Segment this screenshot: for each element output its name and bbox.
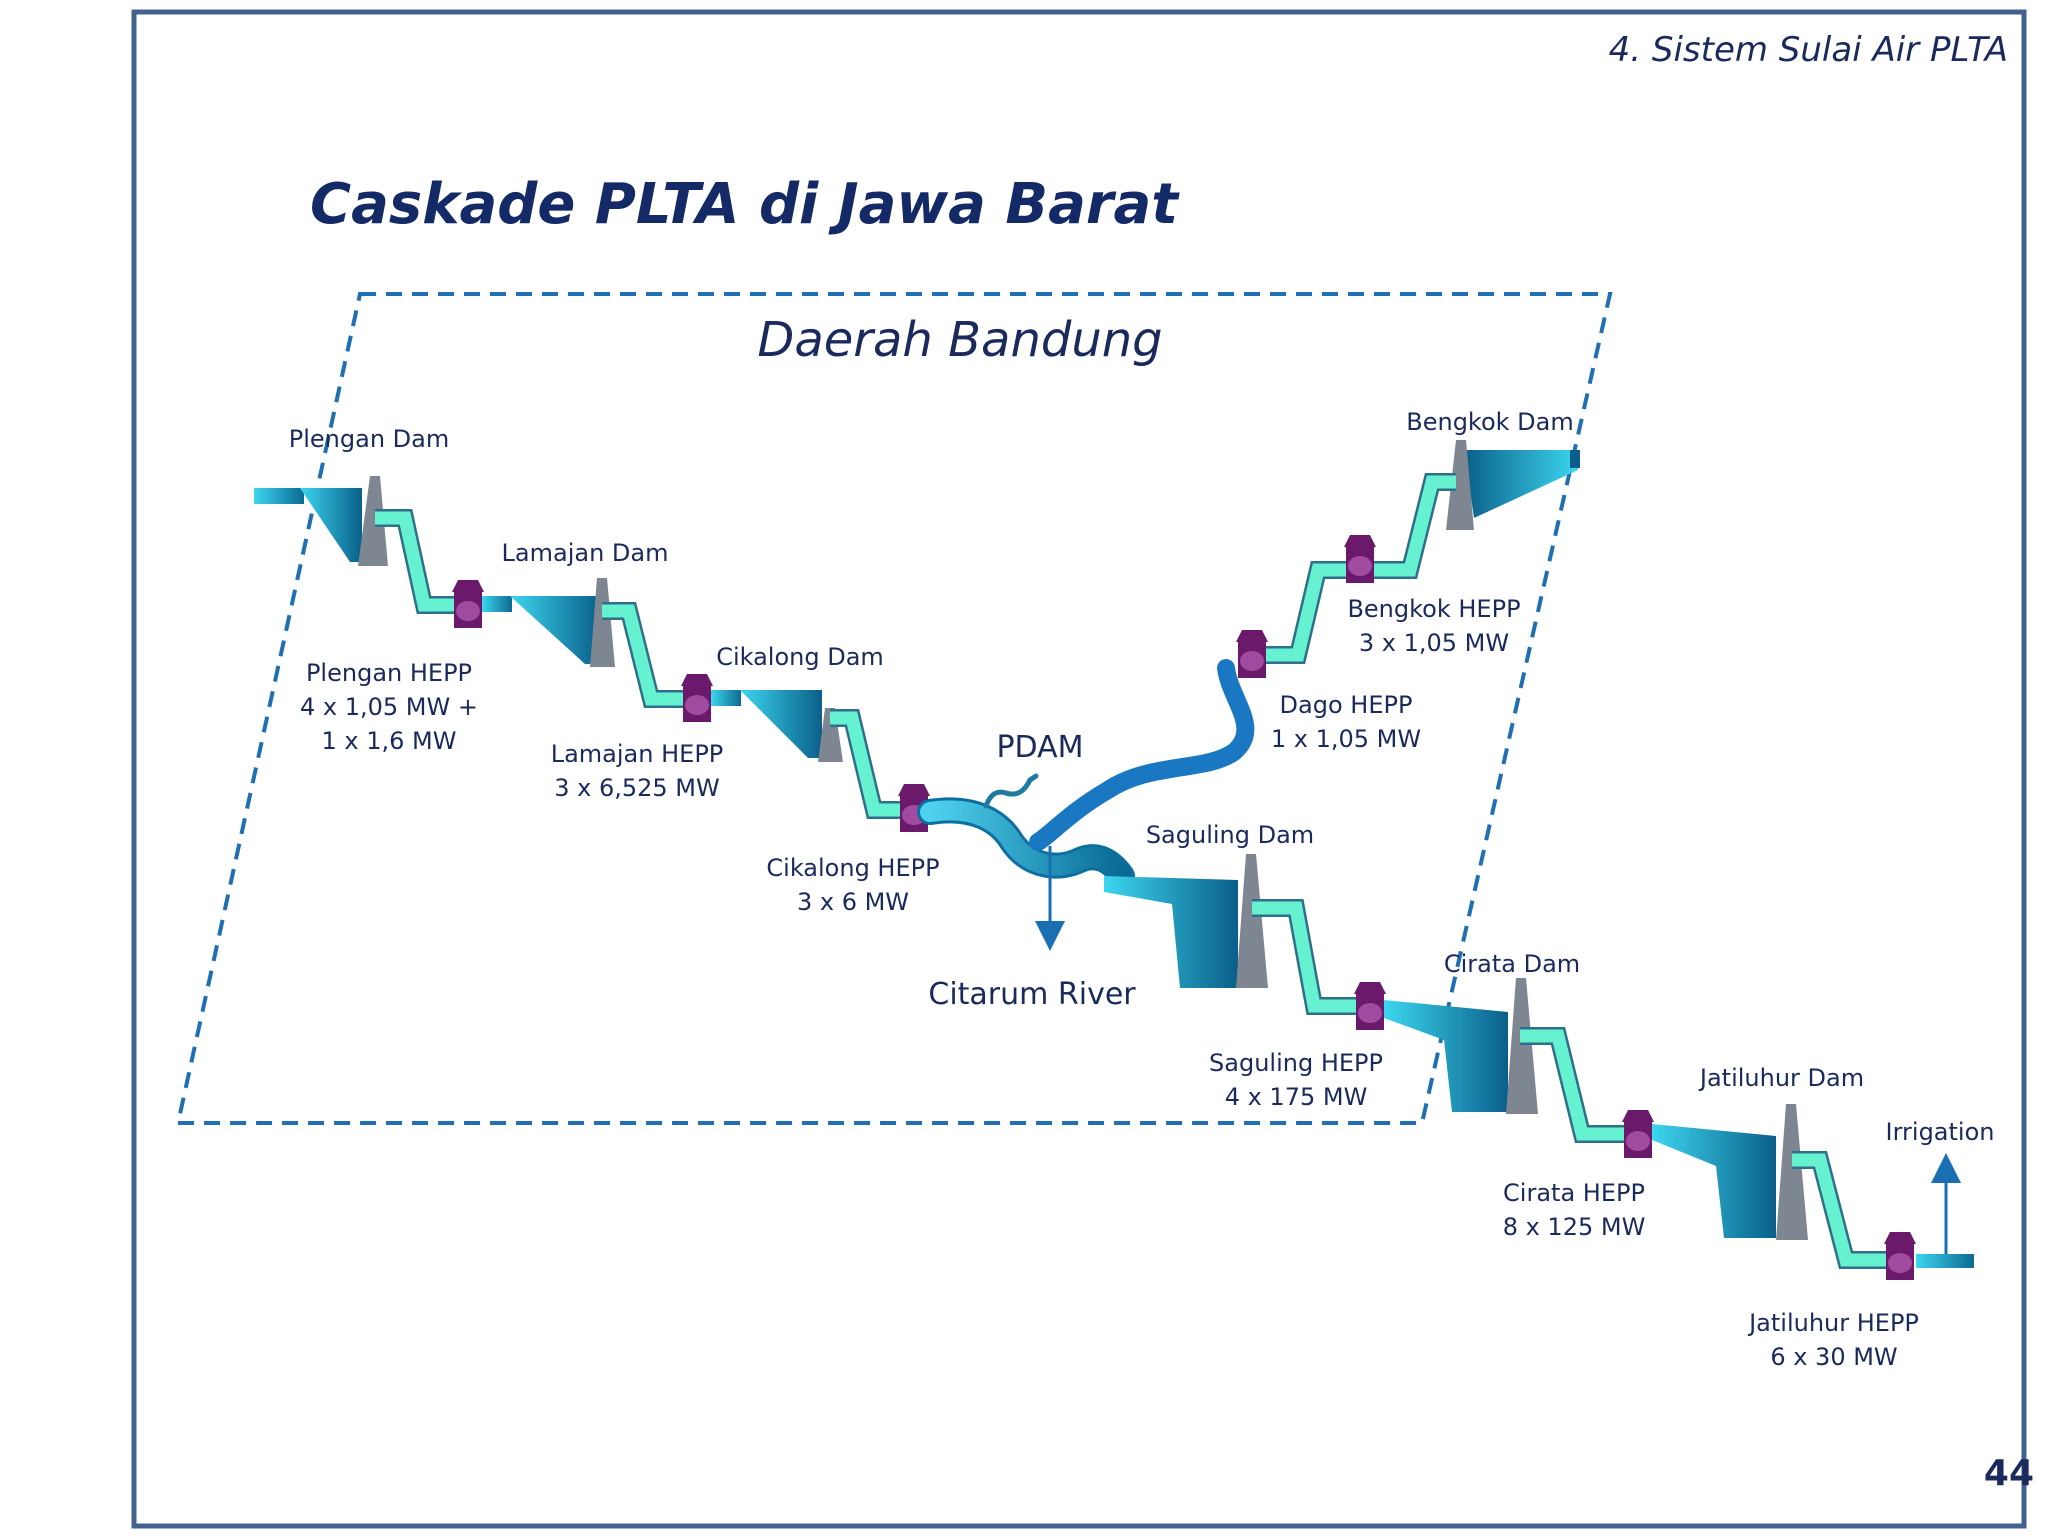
region-boundary bbox=[175, 292, 1613, 1125]
plengan-dam-structure bbox=[254, 476, 484, 628]
plengan-hepp-label: Plengan HEPP 4 x 1,05 MW + 1 x 1,6 MW bbox=[300, 656, 478, 758]
cirata-hepp-name: Cirata HEPP bbox=[1503, 1179, 1645, 1207]
cirata-dam-label: Cirata Dam bbox=[1443, 950, 1581, 978]
cirata-dam-structure bbox=[1384, 978, 1654, 1158]
dago-powerhouse bbox=[1236, 630, 1268, 678]
outflow-channel bbox=[1916, 1254, 1974, 1268]
bengkok-hepp-name: Bengkok HEPP bbox=[1347, 595, 1521, 623]
jatiluhur-hepp-capacity: 6 x 30 MW bbox=[1770, 1343, 1898, 1371]
cikalong-powerhouse bbox=[898, 784, 930, 832]
dago-branch-river bbox=[1029, 659, 1255, 851]
lamajan-powerhouse bbox=[681, 674, 713, 722]
cirata-powerhouse bbox=[1622, 1110, 1654, 1158]
jatiluhur-powerhouse bbox=[1884, 1232, 1916, 1280]
saguling-hepp-name: Saguling HEPP bbox=[1209, 1049, 1383, 1077]
lamajan-hepp-capacity: 3 x 6,525 MW bbox=[554, 774, 720, 802]
cikalong-dam-structure bbox=[711, 690, 930, 832]
citarum-river bbox=[917, 659, 1255, 951]
page-title: Caskade PLTA di Jawa Barat bbox=[310, 172, 1179, 237]
jatiluhur-dam-structure bbox=[1652, 1104, 1974, 1280]
bengkok-powerhouse bbox=[1344, 535, 1376, 583]
pdam-label: PDAM bbox=[996, 730, 1084, 765]
dago-hepp-label: Dago HEPP 1 x 1,05 MW bbox=[1271, 688, 1421, 756]
region-title: Daerah Bandung bbox=[757, 312, 1163, 368]
plengan-hepp-capacity-1: 4 x 1,05 MW + bbox=[300, 693, 478, 721]
cikalong-hepp-name: Cikalong HEPP bbox=[766, 854, 940, 882]
cikalong-hepp-label: Cikalong HEPP 3 x 6 MW bbox=[766, 851, 939, 919]
dago-hepp-capacity: 1 x 1,05 MW bbox=[1270, 725, 1422, 753]
lamajan-hepp-name: Lamajan HEPP bbox=[550, 740, 724, 768]
plengan-hepp-capacity-2: 1 x 1,6 MW bbox=[321, 727, 457, 755]
bengkok-dam-structure bbox=[1262, 440, 1580, 664]
plengan-dam-label: Plengan Dam bbox=[288, 425, 450, 453]
saguling-powerhouse bbox=[1354, 982, 1386, 1030]
slide-frame bbox=[131, 9, 2027, 1529]
cikalong-hepp-capacity: 3 x 6 MW bbox=[796, 888, 910, 916]
bengkok-hepp-capacity: 3 x 1,05 MW bbox=[1358, 629, 1510, 657]
jatiluhur-hepp-name: Jatiluhur HEPP bbox=[1749, 1309, 1919, 1337]
lamajan-dam-structure bbox=[482, 578, 713, 722]
page-number: 44 bbox=[1983, 1453, 2034, 1494]
citarum-river-label: Citarum River bbox=[928, 977, 1136, 1012]
saguling-hepp-capacity: 4 x 175 MW bbox=[1224, 1083, 1368, 1111]
section-label: 4. Sistem Sulai Air PLTA bbox=[1608, 30, 2008, 70]
pdam-channel bbox=[983, 773, 1039, 809]
saguling-dam-label: Saguling Dam bbox=[1145, 821, 1315, 849]
saguling-hepp-label: Saguling HEPP 4 x 175 MW bbox=[1209, 1046, 1383, 1114]
cikalong-dam-label: Cikalong Dam bbox=[716, 643, 884, 671]
saguling-dam-structure bbox=[1104, 854, 1386, 1030]
lamajan-dam-label: Lamajan Dam bbox=[501, 539, 669, 567]
dago-hepp-name: Dago HEPP bbox=[1279, 691, 1413, 719]
plengan-powerhouse bbox=[452, 580, 484, 628]
jatiluhur-hepp-label: Jatiluhur HEPP 6 x 30 MW bbox=[1749, 1306, 1919, 1374]
cirata-hepp-capacity: 8 x 125 MW bbox=[1502, 1213, 1646, 1241]
plengan-hepp-name: Plengan HEPP bbox=[305, 659, 473, 687]
bengkok-hepp-label: Bengkok HEPP 3 x 1,05 MW bbox=[1347, 592, 1520, 660]
jatiluhur-dam-label: Jatiluhur Dam bbox=[1699, 1064, 1865, 1092]
cirata-hepp-label: Cirata HEPP 8 x 125 MW bbox=[1503, 1176, 1646, 1244]
bengkok-dam-label: Bengkok Dam bbox=[1406, 408, 1574, 436]
lamajan-hepp-label: Lamajan HEPP 3 x 6,525 MW bbox=[551, 737, 724, 805]
irrigation-label: Irrigation bbox=[1885, 1118, 1995, 1146]
